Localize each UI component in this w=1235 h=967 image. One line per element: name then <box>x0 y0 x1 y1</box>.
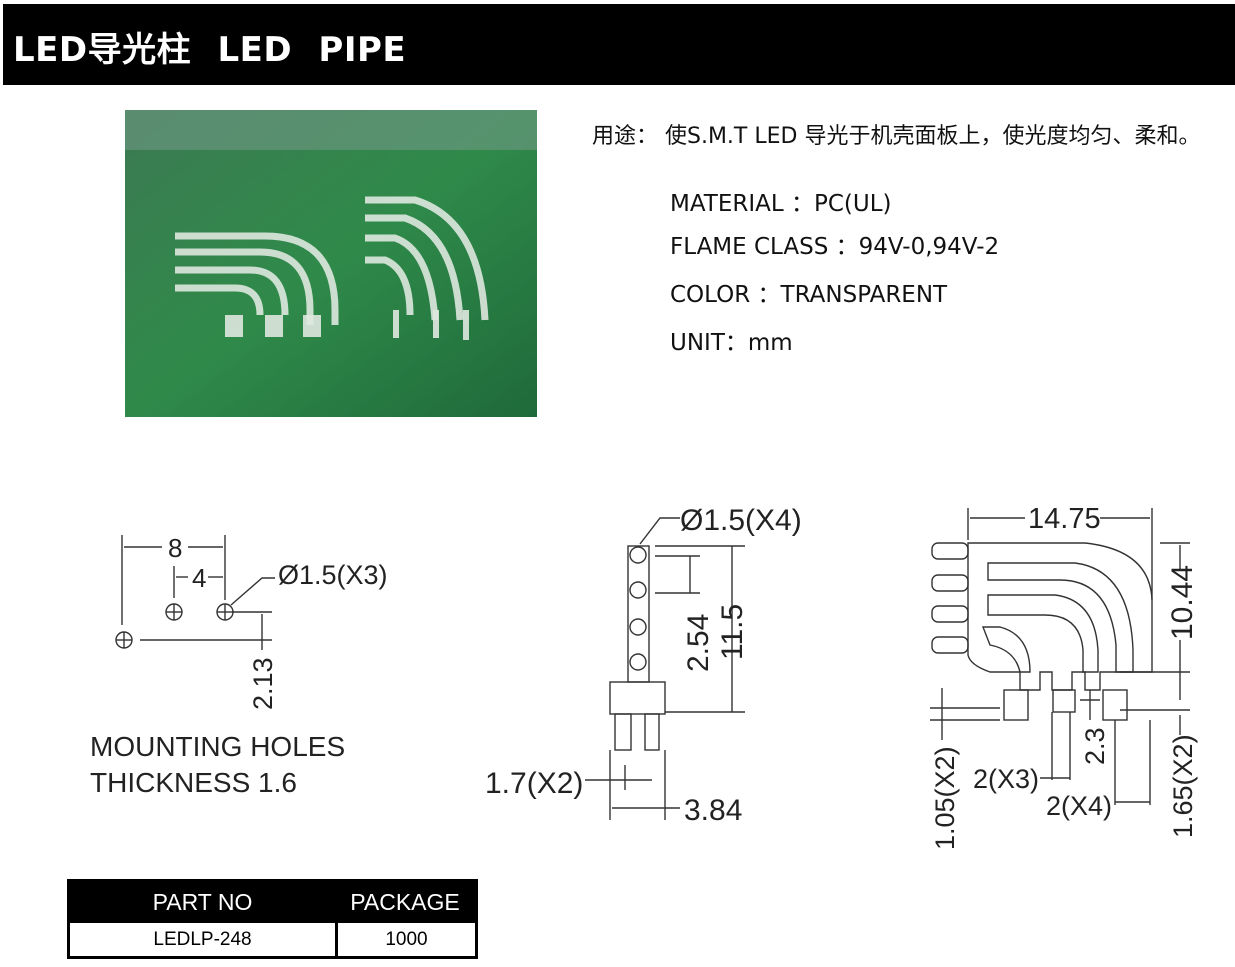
dim-10-44: 10.44 <box>1166 565 1199 640</box>
spec-material: MATERIAL ：PC(UL) <box>670 191 892 217</box>
dim-2-13: 2.13 <box>248 657 278 710</box>
spec-color: COLOR ：TRANSPARENT <box>670 282 948 308</box>
spec-flame-class: FLAME CLASS ：94V-0,94V-2 <box>670 234 1000 260</box>
cell-part-no: LEDLP-248 <box>70 923 338 956</box>
side-hole-diameter: Ø1.5(X4) <box>680 504 802 537</box>
page-title: LED导光柱 LED PIPE <box>13 30 407 70</box>
usage-text: 用途： 使S.M.T LED 导光于机壳面板上，使光度均匀、柔和。 <box>592 124 1201 149</box>
side-view-drawing <box>585 517 745 820</box>
dim-1-05-x2: 1.05(X2) <box>930 746 960 850</box>
header-bar: LED导光柱 LED PIPE <box>3 4 1235 85</box>
mounting-holes-label: MOUNTING HOLES <box>90 731 345 762</box>
hole-diameter-x3: Ø1.5(X3) <box>278 560 388 590</box>
dim-11-5: 11.5 <box>716 604 749 660</box>
cell-package: 1000 <box>385 928 428 950</box>
dim-2-x3: 2(X3) <box>973 764 1039 794</box>
front-view-drawing <box>930 508 1190 805</box>
dim-2-54: 2.54 <box>682 614 715 672</box>
dim-1-65-x2: 1.65(X2) <box>1168 734 1198 838</box>
dim-4: 4 <box>192 563 206 593</box>
header-part-no: PART NO <box>152 889 253 915</box>
dim-14-75: 14.75 <box>1028 503 1101 535</box>
dim-8: 8 <box>168 533 182 563</box>
thickness-label: THICKNESS 1.6 <box>90 767 297 798</box>
mounting-holes-drawing <box>115 535 275 650</box>
dim-3-84: 3.84 <box>684 794 742 827</box>
dim-2-3: 2.3 <box>1080 727 1110 765</box>
dim-2-x4: 2(X4) <box>1046 791 1112 821</box>
product-photo <box>125 110 537 417</box>
spec-unit: UNIT：mm <box>670 330 793 356</box>
technical-drawings: 8 4 Ø1.5(X3) 2.13 MOUNTING HOLES THICKNE… <box>90 503 1199 850</box>
part-table: PART NO PACKAGE LEDLP-248 1000 <box>67 879 478 959</box>
table-header: PART NO PACKAGE <box>70 882 475 923</box>
table-row: LEDLP-248 1000 <box>70 923 475 956</box>
header-package: PACKAGE <box>350 889 460 915</box>
dim-1-7-x2: 1.7(X2) <box>485 767 583 800</box>
